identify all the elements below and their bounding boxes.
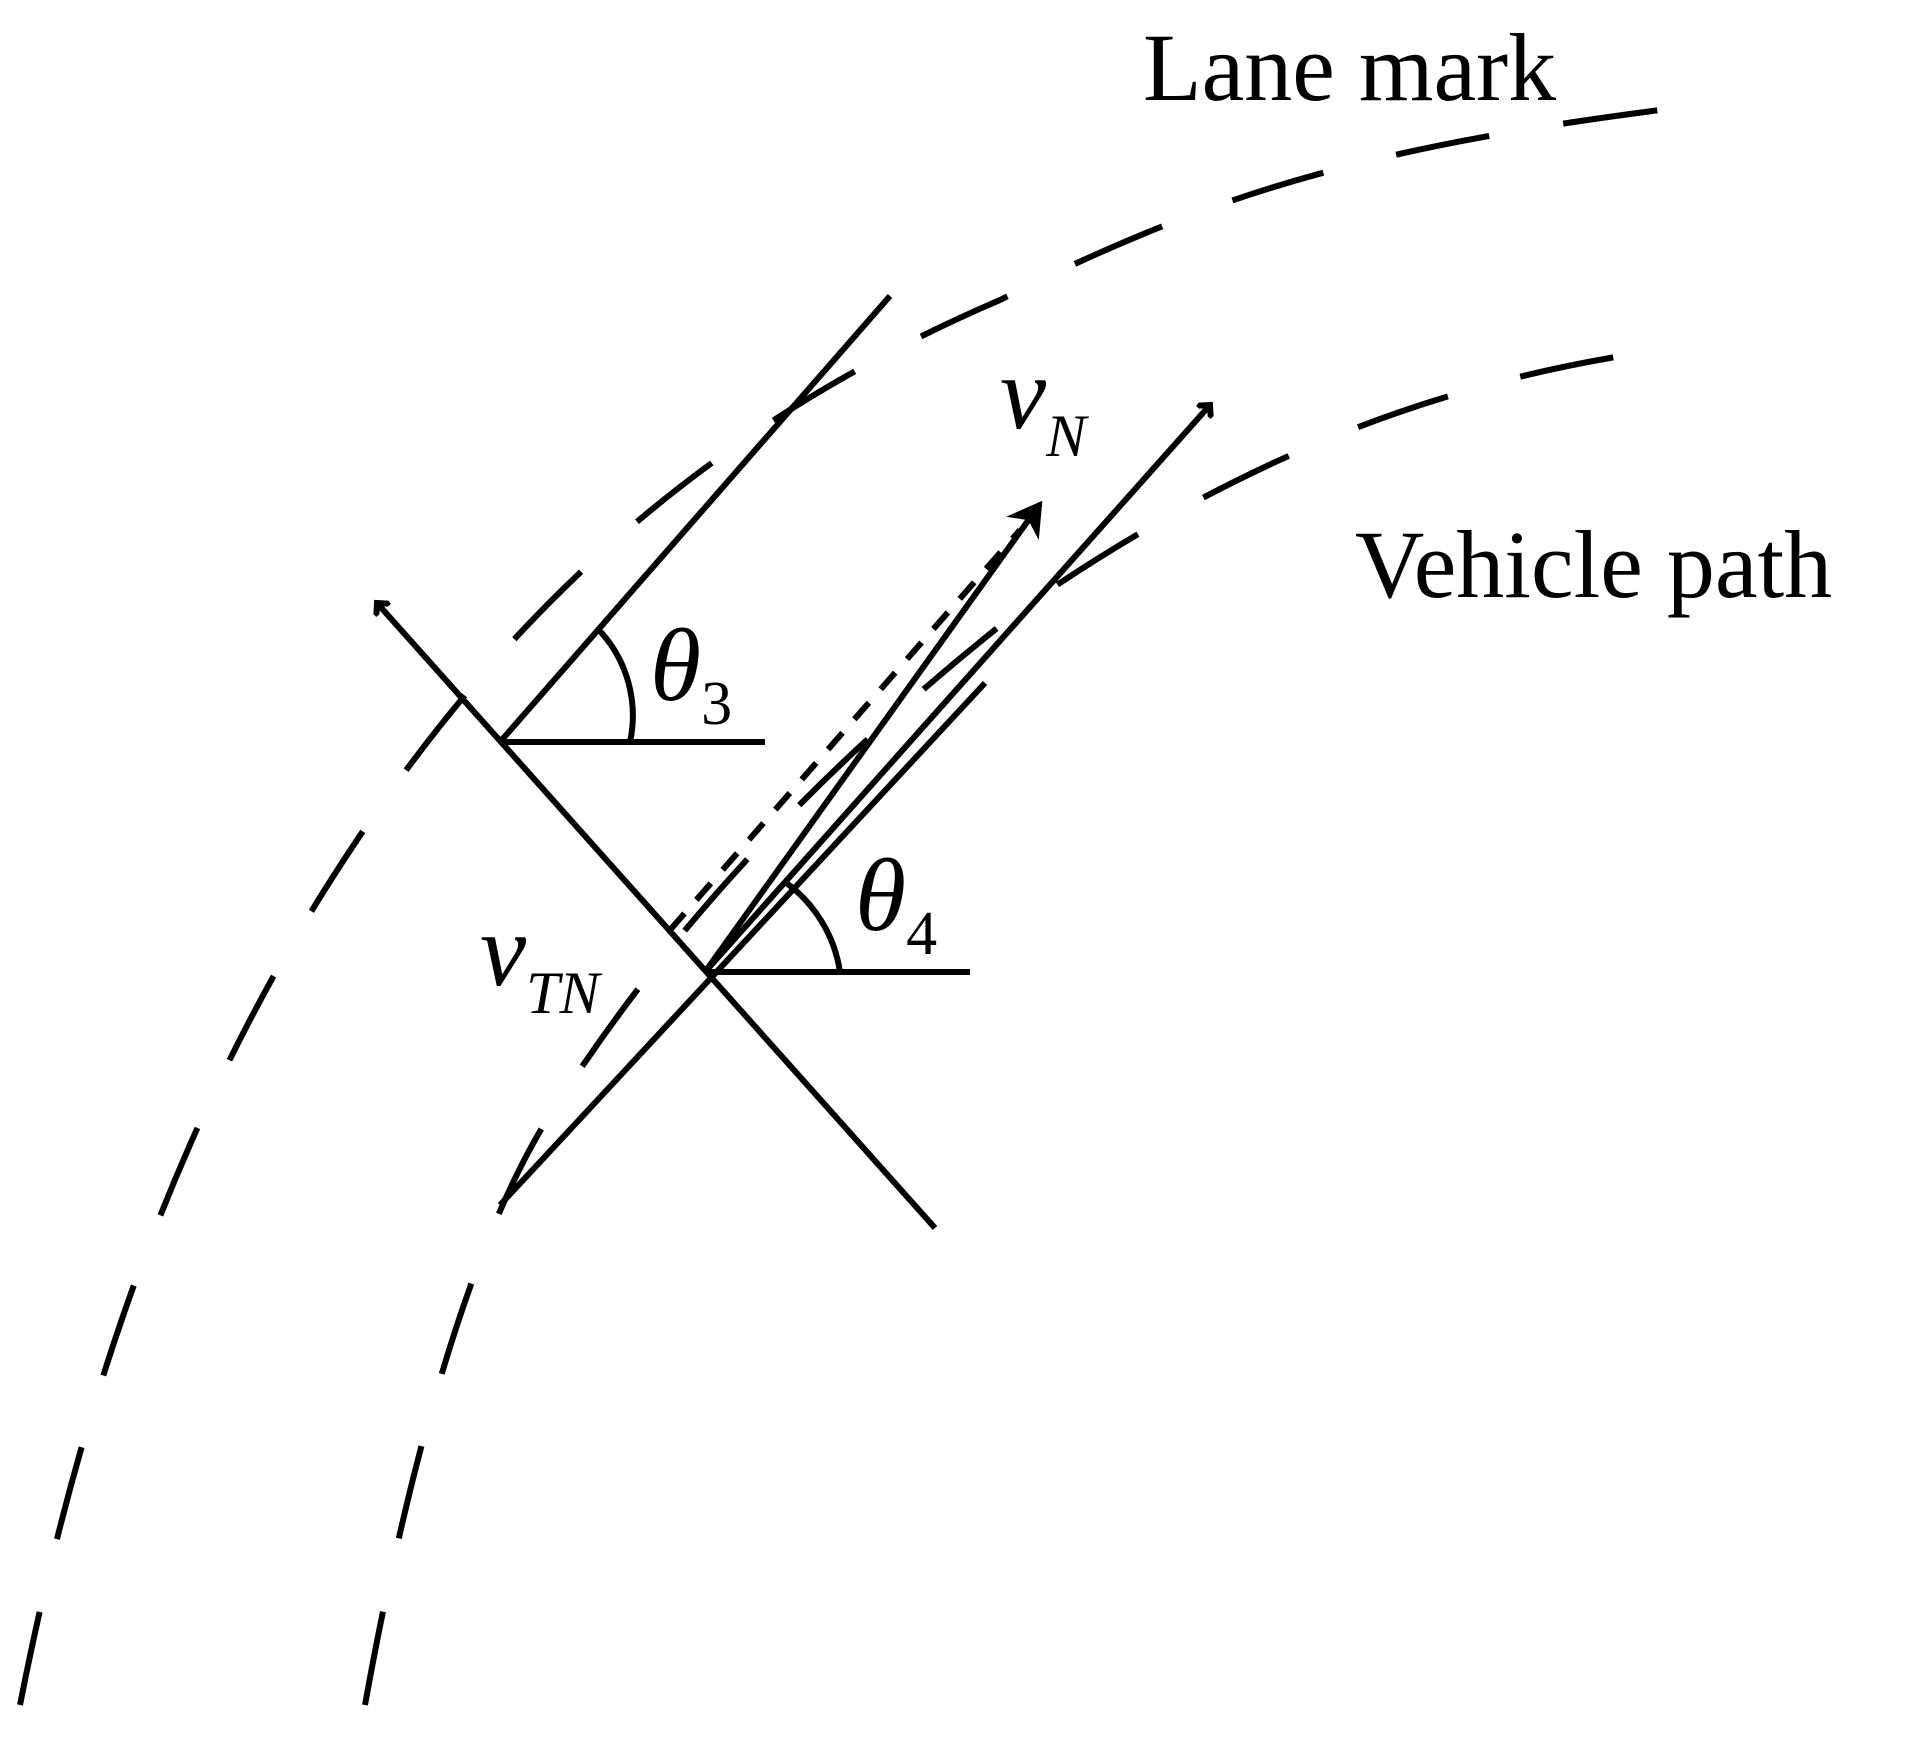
lane-mark-outer-curve xyxy=(17,107,1661,1706)
theta4-angle-arc xyxy=(783,879,843,973)
theta4-label: θ4 xyxy=(855,838,937,968)
vector-vTN-solid xyxy=(702,500,1043,974)
lane-mark-label: Lane mark xyxy=(1143,14,1556,121)
vN-label: vN xyxy=(1000,336,1089,469)
theta3-angle-arc xyxy=(596,627,636,743)
tangent-line-lower xyxy=(497,680,988,1208)
vehicle-path-label: Vehicle path xyxy=(1355,511,1832,618)
theta3-label: θ3 xyxy=(650,608,732,738)
vector-vN xyxy=(702,405,1210,974)
normal-line xyxy=(377,603,938,1230)
tangent-line-theta3 xyxy=(497,294,893,744)
vehicle-path-curve xyxy=(362,347,1661,1706)
vector-projection-dashed xyxy=(667,528,1023,932)
vTN-label: vTN xyxy=(480,893,603,1026)
